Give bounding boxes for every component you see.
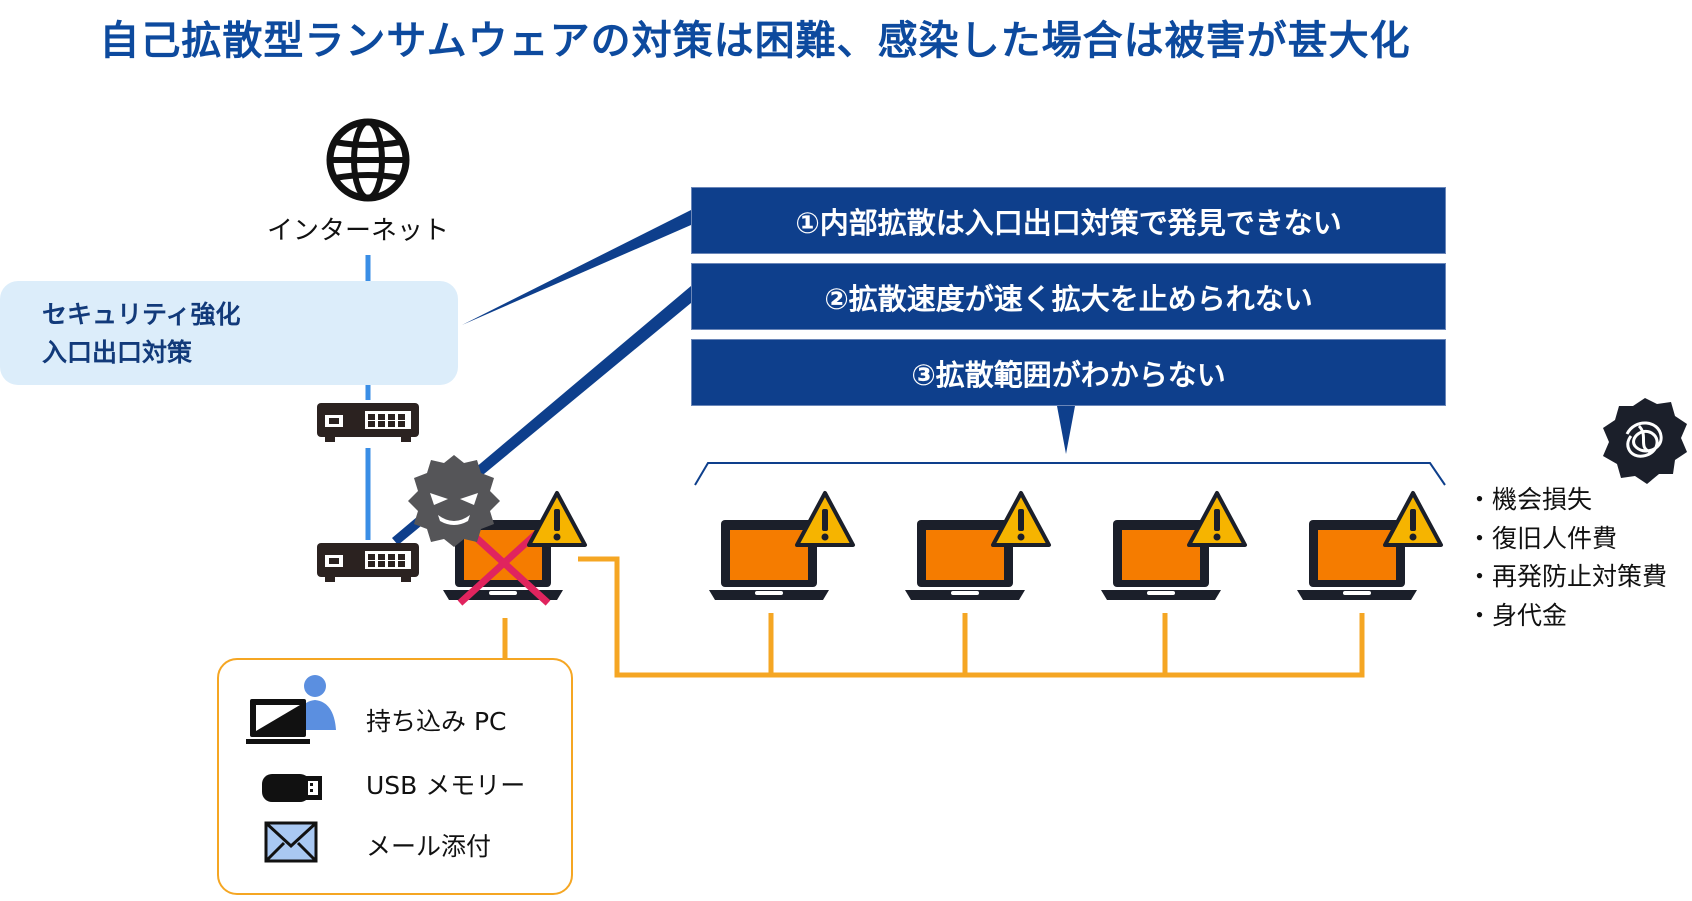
globe-icon — [326, 118, 410, 202]
loss-item: ・身代金 — [1467, 600, 1568, 630]
legend-brought-pc: 持ち込み PC — [366, 707, 507, 736]
callout-pointer-1 — [462, 210, 691, 325]
spread-bracket — [694, 462, 1446, 486]
warning-icon-2 — [991, 491, 1051, 547]
loss-list: ・機会損失 ・復旧人件費 ・再発防止対策費 ・身代金 — [1467, 481, 1667, 635]
callout-3: ③拡散範囲がわからない — [691, 339, 1446, 406]
loss-item: ・復旧人件費 — [1467, 523, 1618, 553]
scribble-icon — [1603, 398, 1687, 484]
security-line-2: 入口出口対策 — [42, 338, 193, 367]
warning-icon-4 — [1383, 491, 1443, 547]
legend-mail: メール添付 — [366, 832, 492, 861]
callout-pointer-3 — [1057, 406, 1075, 454]
callout-2: ②拡散速度が速く拡大を止められない — [691, 263, 1446, 330]
user-pc-icon — [246, 675, 336, 744]
switch-icon-upper — [317, 403, 419, 442]
malware-icon — [408, 455, 500, 547]
warning-icon-infected — [527, 491, 587, 547]
usb-icon — [262, 774, 322, 802]
loss-item: ・再発防止対策費 — [1467, 562, 1668, 591]
page-title: 自己拡散型ランサムウェアの対策は困難、感染した場合は被害が甚大化 — [99, 18, 1411, 64]
legend-usb: USB メモリー — [366, 771, 526, 800]
switch-icon-lower — [317, 543, 419, 582]
internet-label: インターネット — [266, 216, 449, 246]
callout-1: ①内部拡散は入口出口対策で発見できない — [691, 187, 1446, 254]
security-line-1: セキュリティ強化 — [42, 300, 241, 329]
warning-icon-1 — [795, 491, 855, 547]
loss-item: ・機会損失 — [1467, 485, 1593, 514]
security-text: セキュリティ強化 入口出口対策 — [42, 296, 241, 372]
security-panel — [0, 281, 458, 385]
mail-icon — [264, 821, 318, 863]
lan-lines — [502, 556, 1365, 678]
infection-source-box — [217, 658, 573, 895]
warning-icon-3 — [1187, 491, 1247, 547]
